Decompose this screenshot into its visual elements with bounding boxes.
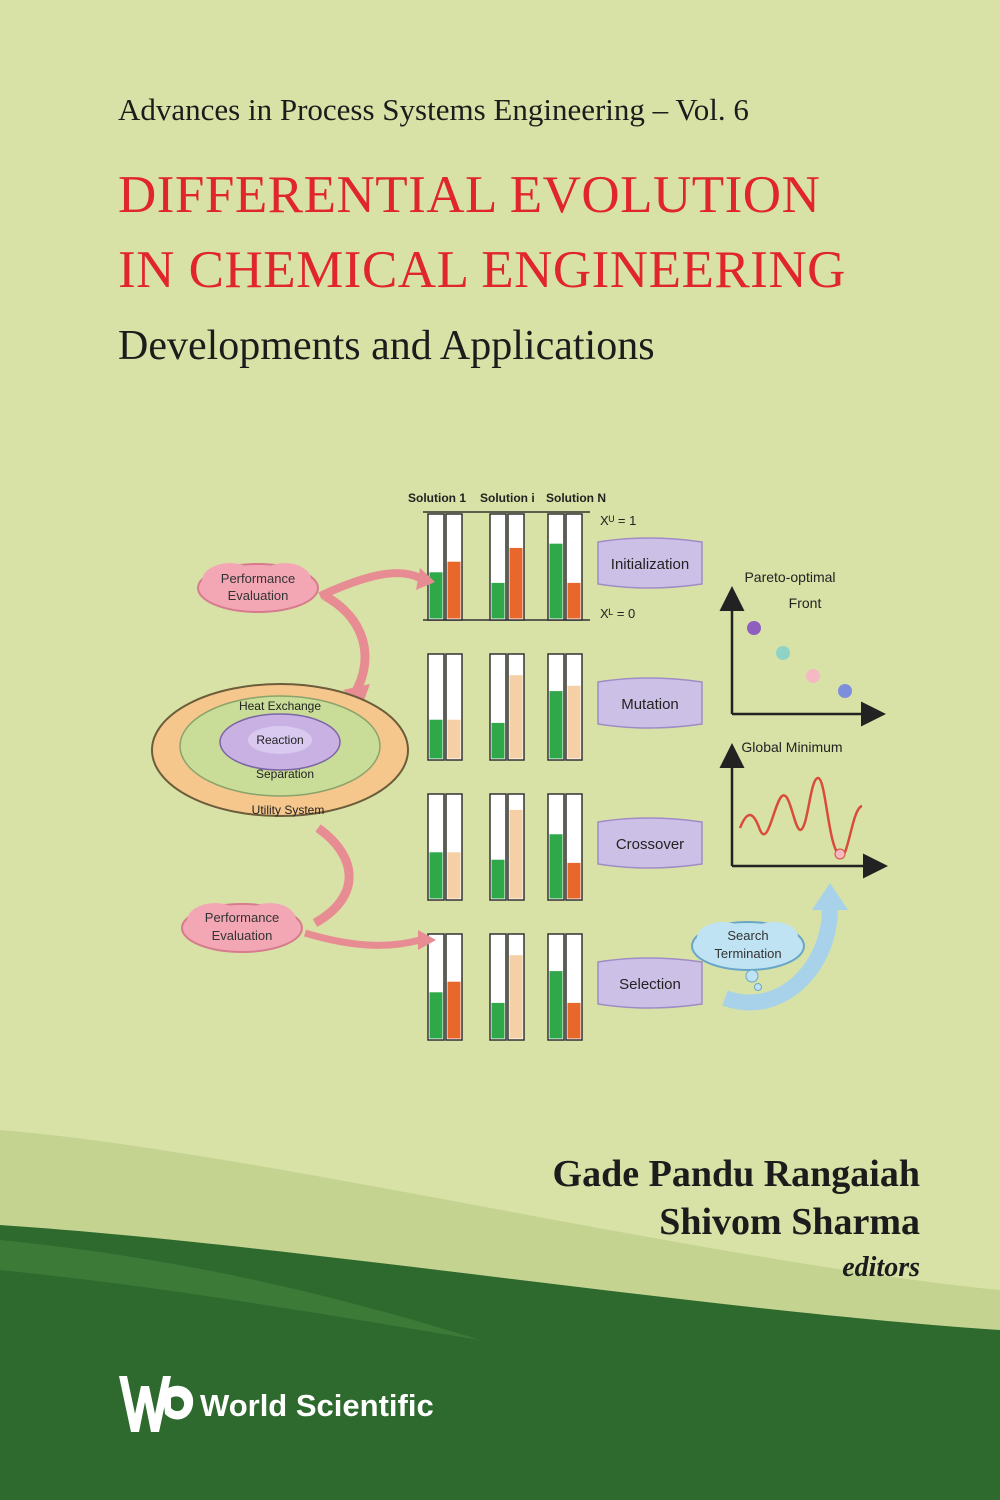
solution-bar-fill <box>491 1002 505 1039</box>
solution-bar-fill <box>429 992 443 1039</box>
pareto-title-line-1: Pareto-optimal <box>744 569 835 585</box>
solution-bar-fill <box>567 862 581 899</box>
solution-bar-fill <box>429 719 443 759</box>
step-label: Selection <box>619 976 681 993</box>
cloud-bottom-line-1: Performance <box>205 910 279 925</box>
process-rings: Heat Exchange Reaction Separation Utilit… <box>151 683 409 817</box>
objective-curve <box>738 776 863 858</box>
solution-1-label: Solution 1 <box>408 491 466 505</box>
pareto-point <box>747 621 761 635</box>
search-termination-line-2: Termination <box>714 946 781 961</box>
solution-bar-fill <box>549 971 563 1039</box>
solution-bar-fill <box>491 859 505 899</box>
ring-utility-system: Utility System <box>252 803 325 817</box>
performance-evaluation-cloud-top: Performance Evaluation <box>197 563 319 613</box>
termination-arrow <box>722 907 838 1011</box>
solution-bar-fill <box>429 852 443 899</box>
editor-name: Shivom Sharma <box>659 1201 920 1243</box>
solution-bars <box>427 513 583 1041</box>
arrow-to-cloud-bottom <box>312 824 354 927</box>
pareto-front-plot: Pareto-optimal Front <box>719 569 886 727</box>
solution-bar-fill <box>549 691 563 759</box>
ring-separation: Separation <box>256 767 314 781</box>
cloud-top-line-1: Performance <box>221 571 295 586</box>
step-box: Mutation <box>597 677 703 729</box>
solution-bar-fill <box>567 685 581 759</box>
step-label: Crossover <box>616 836 684 853</box>
solution-bar-fill <box>447 561 461 619</box>
solution-bar-fill <box>491 722 505 759</box>
book-title-line-1: DIFFERENTIAL EVOLUTION <box>118 166 821 224</box>
step-box: Selection <box>597 957 703 1009</box>
step-label: Mutation <box>621 696 679 713</box>
solution-bar-fill <box>567 582 581 619</box>
global-minimum-plot: Global Minimum <box>719 739 888 879</box>
pareto-point <box>838 684 852 698</box>
performance-evaluation-cloud-bottom: Performance Evaluation <box>181 903 303 953</box>
solution-bar-fill <box>509 547 523 619</box>
book-subtitle: Developments and Applications <box>118 323 655 369</box>
pareto-point <box>806 669 820 683</box>
solution-bar-fill <box>447 719 461 759</box>
solution-bar-fill <box>491 582 505 619</box>
solution-i-label: Solution i <box>480 491 535 505</box>
solution-bar-fill <box>509 955 523 1039</box>
step-label: Initialization <box>611 556 689 573</box>
solution-bar-fill <box>567 1002 581 1039</box>
arrow-to-rings <box>322 592 370 696</box>
cover-illustration: Solution 1 Solution i Solution N Xᵁ = 1 … <box>151 491 888 1041</box>
search-termination-cloud: Search Termination <box>691 921 805 991</box>
global-minimum-title: Global Minimum <box>741 739 842 755</box>
publisher-name: World Scientific <box>200 1388 434 1423</box>
pareto-point <box>776 646 790 660</box>
ring-reaction: Reaction <box>256 733 303 747</box>
solution-bar-fill <box>509 809 523 899</box>
solution-bar-fill <box>549 834 563 899</box>
solution-bar-fill <box>549 543 563 619</box>
solution-n-label: Solution N <box>546 491 606 505</box>
pareto-title-line-2: Front <box>789 595 822 611</box>
editor-role: editors <box>842 1252 920 1283</box>
solution-bar-fill <box>447 852 461 899</box>
cloud-bottom-line-2: Evaluation <box>212 928 273 943</box>
solution-labels: Solution 1 Solution i Solution N <box>408 491 606 505</box>
ring-heat-exchange: Heat Exchange <box>239 699 321 713</box>
book-title-line-2: IN CHEMICAL ENGINEERING <box>118 241 846 299</box>
upper-bound-label: Xᵁ = 1 <box>600 513 636 528</box>
series-title: Advances in Process Systems Engineering … <box>118 92 749 127</box>
world-scientific-logo <box>119 1376 194 1432</box>
step-box: Crossover <box>597 817 703 869</box>
step-box: Initialization <box>597 537 703 589</box>
solution-bar-fill <box>509 675 523 759</box>
lower-bound-label: Xᴸ = 0 <box>600 606 635 621</box>
solution-bar-fill <box>429 572 443 619</box>
editor-name: Gade Pandu Rangaiah <box>552 1153 920 1195</box>
global-minimum-point <box>834 848 846 860</box>
arrow-to-initialization <box>318 569 422 600</box>
cloud-top-line-2: Evaluation <box>228 588 289 603</box>
search-termination-line-1: Search <box>727 928 768 943</box>
solution-bar-fill <box>447 981 461 1039</box>
arrow-to-selection <box>303 929 421 949</box>
